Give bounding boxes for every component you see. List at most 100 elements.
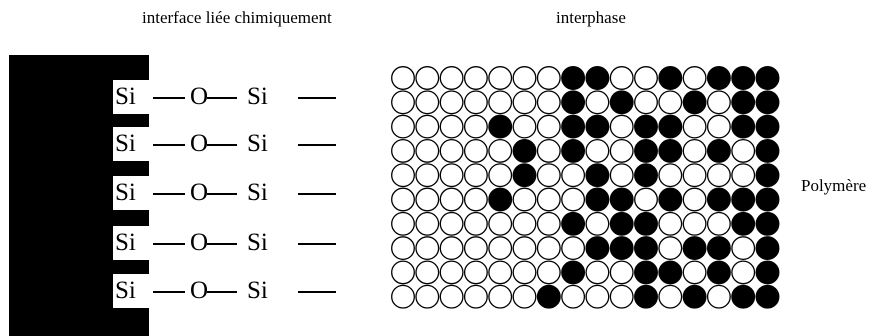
open-particle: [439, 236, 464, 261]
open-particle: [658, 236, 683, 261]
silicon-left-label: Si: [113, 274, 149, 308]
filled-particle: [706, 236, 731, 261]
filled-particle: [609, 90, 634, 115]
filled-particle: [634, 114, 658, 139]
open-particle: [682, 260, 707, 285]
open-particle: [658, 211, 683, 236]
open-particle: [682, 211, 707, 236]
filled-particle: [658, 66, 683, 90]
open-particle: [488, 236, 513, 261]
open-particle: [682, 187, 707, 212]
open-particle: [609, 138, 634, 163]
filled-particle: [585, 114, 610, 139]
open-particle: [391, 284, 415, 309]
filled-particle: [658, 114, 683, 139]
filled-particle: [561, 211, 586, 236]
silicon-left-label: Si: [113, 226, 149, 260]
open-particle: [463, 138, 488, 163]
bond-line: [207, 193, 237, 195]
bond-line: [298, 193, 336, 195]
filled-particle: [731, 284, 756, 309]
open-particle: [415, 66, 440, 90]
open-particle: [512, 114, 537, 139]
filled-particle: [609, 236, 634, 261]
open-particle: [439, 260, 464, 285]
open-particle: [585, 90, 610, 115]
siloxane-chain: Si O Si: [113, 176, 383, 210]
filled-particle: [755, 163, 780, 188]
filled-particle: [755, 90, 780, 115]
filled-particle: [682, 284, 707, 309]
open-particle: [634, 187, 658, 212]
silicon-right-label: Si: [247, 179, 268, 206]
open-particle: [415, 90, 440, 115]
open-particle: [682, 66, 707, 90]
open-particle: [536, 163, 561, 188]
filled-particle: [755, 138, 780, 163]
open-particle: [415, 187, 440, 212]
bond-line: [207, 243, 237, 245]
filled-particle: [585, 187, 610, 212]
open-particle: [463, 236, 488, 261]
filled-particle: [682, 90, 707, 115]
open-particle: [488, 66, 513, 90]
open-particle: [706, 163, 731, 188]
filled-particle: [561, 90, 586, 115]
open-particle: [536, 187, 561, 212]
silicon-right-label: Si: [247, 83, 268, 110]
open-particle: [609, 114, 634, 139]
open-particle: [536, 211, 561, 236]
filled-particle: [609, 211, 634, 236]
siloxane-chain: Si O Si: [113, 80, 383, 114]
open-particle: [706, 284, 731, 309]
open-particle: [512, 236, 537, 261]
open-particle: [391, 138, 415, 163]
open-particle: [536, 90, 561, 115]
open-particle: [439, 90, 464, 115]
filled-particle: [634, 163, 658, 188]
open-particle: [585, 211, 610, 236]
open-particle: [536, 236, 561, 261]
open-particle: [658, 284, 683, 309]
filled-particle: [755, 187, 780, 212]
filled-particle: [706, 187, 731, 212]
open-particle: [415, 138, 440, 163]
open-particle: [439, 163, 464, 188]
bond-line: [153, 291, 185, 293]
interphase-title: interphase: [556, 8, 626, 27]
open-particle: [463, 187, 488, 212]
filled-particle: [755, 236, 780, 261]
open-particle: [731, 163, 756, 188]
open-particle: [658, 90, 683, 115]
open-particle: [391, 260, 415, 285]
open-particle: [415, 236, 440, 261]
open-particle: [585, 284, 610, 309]
filled-particle: [731, 114, 756, 139]
filled-particle: [512, 163, 537, 188]
silicon-right-label: Si: [247, 229, 268, 256]
filled-particle: [731, 211, 756, 236]
open-particle: [512, 284, 537, 309]
filled-particle: [634, 236, 658, 261]
bond-line: [153, 97, 185, 99]
open-particle: [439, 66, 464, 90]
open-particle: [512, 90, 537, 115]
bond-line: [207, 291, 237, 293]
open-particle: [391, 90, 415, 115]
interface-title: interface liée chimiquement: [142, 8, 332, 27]
filled-particle: [755, 211, 780, 236]
oxygen-label: O: [190, 277, 209, 304]
open-particle: [731, 138, 756, 163]
open-particle: [512, 66, 537, 90]
open-particle: [585, 260, 610, 285]
open-particle: [463, 66, 488, 90]
filled-particle: [609, 187, 634, 212]
bond-line: [153, 243, 185, 245]
silicon-left-label: Si: [113, 80, 149, 114]
filled-particle: [536, 284, 561, 309]
open-particle: [634, 90, 658, 115]
silicon-left-label: Si: [113, 176, 149, 210]
open-particle: [488, 163, 513, 188]
open-particle: [463, 90, 488, 115]
open-particle: [391, 163, 415, 188]
